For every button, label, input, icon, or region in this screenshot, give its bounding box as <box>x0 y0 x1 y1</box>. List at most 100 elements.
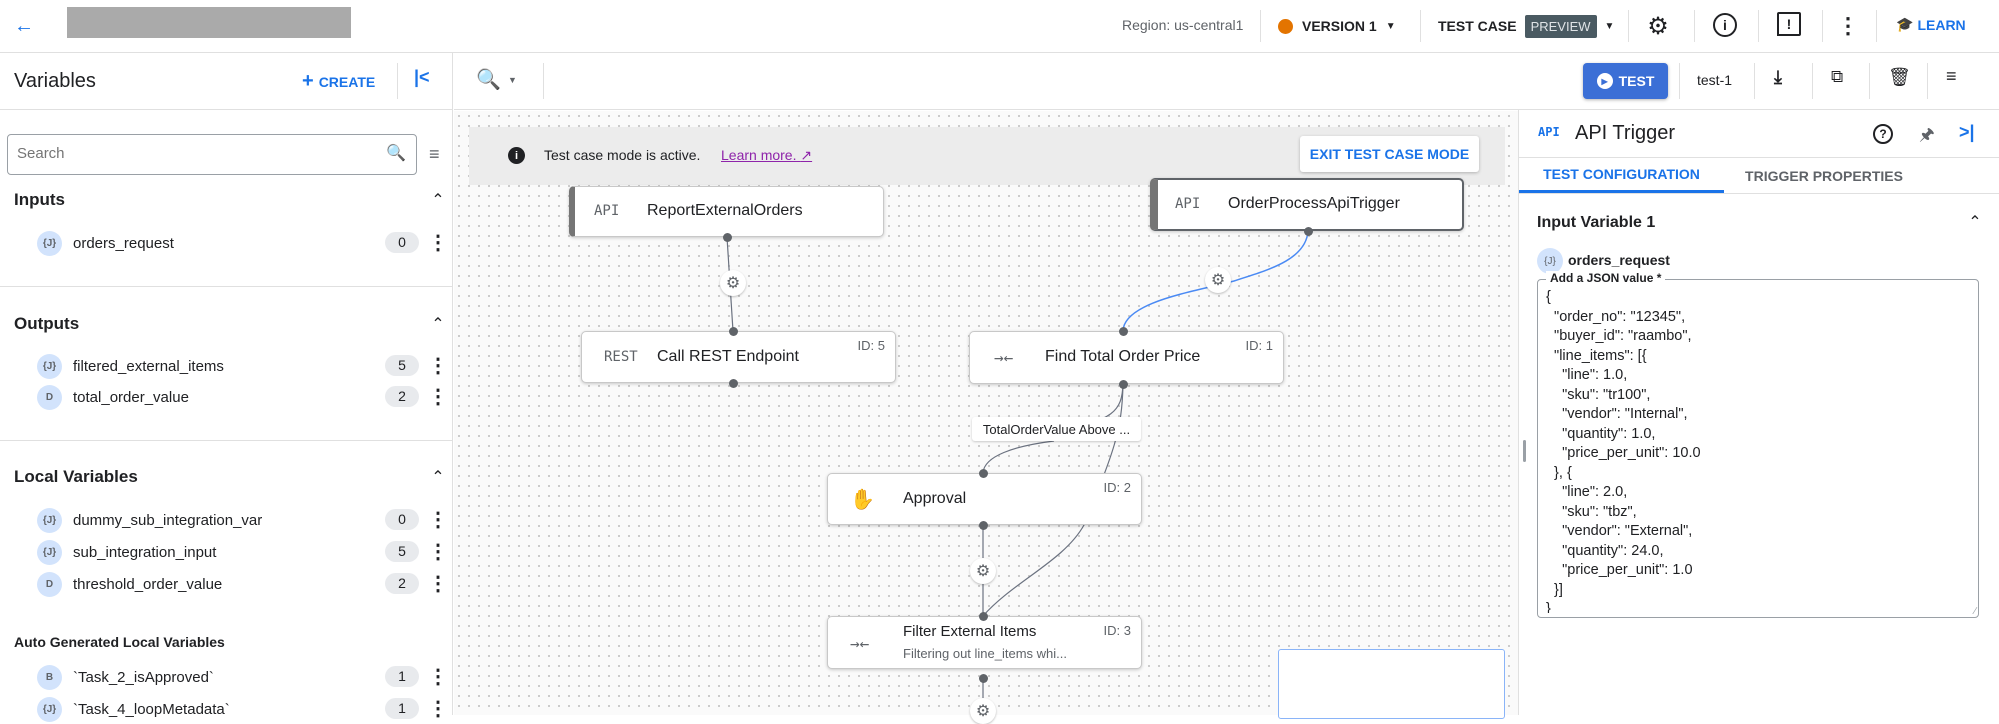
more-vert-icon[interactable]: ⋮ <box>428 541 448 563</box>
output-port[interactable] <box>1304 227 1313 236</box>
variable-item[interactable]: D threshold_order_value 2 ⋮ <box>0 570 453 598</box>
more-vert-icon[interactable]: ⋮ <box>428 509 448 531</box>
edge-to-approval[interactable] <box>982 440 1055 474</box>
chevron-down-icon[interactable]: ▼ <box>508 75 517 85</box>
variable-item[interactable]: B `Task_2_isApproved` 1 ⋮ <box>0 663 453 691</box>
edge-trigger-to-find-total[interactable] <box>1122 230 1309 332</box>
gear-icon[interactable]: ⚙ <box>720 270 746 296</box>
divider <box>1519 157 1999 158</box>
preview-badge: PREVIEW <box>1524 14 1597 38</box>
chevron-up-icon[interactable]: ⌃ <box>431 316 445 333</box>
integration-canvas[interactable]: i Test case mode is active. Learn more. … <box>454 111 1518 724</box>
tab-test-configuration[interactable]: TEST CONFIGURATION <box>1519 158 1724 193</box>
usage-count-badge: 0 <box>385 232 419 253</box>
variables-panel: 🔍 ≡ Inputs ⌃ {J} orders_request 0 ⋮ Outp… <box>0 110 453 722</box>
task-node-call-rest-endpoint[interactable]: REST Call REST Endpoint ID: 5 <box>581 331 896 383</box>
chevron-up-icon[interactable]: ⌃ <box>1968 214 1982 231</box>
more-vert-icon[interactable]: ⋮ <box>428 698 448 720</box>
variables-title: Variables <box>14 70 96 92</box>
output-port[interactable] <box>729 379 738 388</box>
download-icon[interactable]: ⤓ <box>1774 67 1782 87</box>
school-icon: 🎓 <box>1896 16 1914 32</box>
task-node-find-total-order-price[interactable]: →← Find Total Order Price ID: 1 <box>969 331 1284 384</box>
learn-button[interactable]: 🎓 LEARN <box>1896 16 1966 33</box>
more-vert-icon[interactable]: ⋮ <box>428 232 448 254</box>
variable-item[interactable]: {J} `Task_4_loopMetadata` 1 ⋮ <box>0 695 453 723</box>
task-node-filter-external-items[interactable]: →← Filter External Items Filtering out l… <box>827 616 1142 669</box>
create-variable-button[interactable]: + CREATE <box>302 70 375 93</box>
variable-item[interactable]: {J} orders_request 0 ⋮ <box>0 229 453 257</box>
test-button[interactable]: ▶ TEST <box>1583 63 1668 99</box>
info-icon[interactable]: i <box>1713 13 1737 37</box>
more-vert-icon[interactable]: ⋮ <box>428 666 448 688</box>
gear-icon[interactable]: ⚙ <box>1647 12 1669 40</box>
search-field[interactable]: 🔍 <box>7 134 417 175</box>
json-value-textarea[interactable]: { "order_no": "12345", "buyer_id": "raam… <box>1546 288 1970 613</box>
resize-handle[interactable] <box>1523 440 1526 462</box>
chevron-down-icon: ▼ <box>1385 20 1396 32</box>
input-port[interactable] <box>1119 327 1128 336</box>
output-port[interactable] <box>1119 380 1128 389</box>
back-arrow-icon[interactable]: ← <box>14 14 34 37</box>
chevron-up-icon[interactable]: ⌃ <box>431 469 445 486</box>
gear-icon[interactable]: ⚙ <box>1205 267 1231 293</box>
task-node-report-external-orders[interactable]: API ReportExternalOrders <box>569 186 884 237</box>
test-case-name[interactable]: test-1 <box>1697 72 1733 88</box>
variable-name: orders_request <box>73 235 174 252</box>
delete-icon[interactable]: 🗑 <box>1888 67 1911 87</box>
node-title: Approval <box>903 490 967 507</box>
task-node-approval[interactable]: ✋ Approval ID: 2 <box>827 473 1142 525</box>
canvas-toolbar: 🔍 ▼ ▶ TEST test-1 ⤓ ⧉ 🗑 ≡ <box>454 53 1999 110</box>
edge-condition-label[interactable]: TotalOrderValue Above ... <box>972 417 1141 441</box>
api-trigger-panel: API API Trigger ? 🖈 >| TEST CONFIGURATIO… <box>1518 110 1999 715</box>
feedback-icon[interactable]: ! <box>1777 12 1801 36</box>
hand-icon: ✋ <box>850 487 875 511</box>
variable-item[interactable]: D total_order_value 2 ⋮ <box>0 383 453 411</box>
search-input[interactable] <box>17 145 367 162</box>
gear-icon[interactable]: ⚙ <box>970 558 996 584</box>
version-selector[interactable]: VERSION 1 ▼ <box>1278 10 1396 42</box>
collapse-panel-icon[interactable]: >| <box>1959 122 1975 142</box>
banner-text: Test case mode is active. <box>544 147 701 163</box>
trigger-node-order-process-api[interactable]: API OrderProcessApiTrigger <box>1150 178 1464 231</box>
test-mode-banner: i Test case mode is active. Learn more. … <box>469 127 1505 185</box>
pin-icon[interactable]: 🖈 <box>1919 125 1935 144</box>
exit-test-case-mode-button[interactable]: EXIT TEST CASE MODE <box>1300 136 1479 172</box>
input-port[interactable] <box>979 469 988 478</box>
panel-title: API Trigger <box>1575 122 1676 144</box>
variable-name: orders_request <box>1568 252 1670 268</box>
json-type-icon: {J} <box>37 231 62 256</box>
minimap[interactable] <box>1278 649 1505 719</box>
json-type-icon: {J} <box>37 540 62 565</box>
collapse-panel-icon[interactable]: |< <box>414 67 430 87</box>
help-icon[interactable]: ? <box>1873 124 1893 144</box>
more-vert-icon[interactable]: ⋮ <box>1837 13 1859 38</box>
variable-item[interactable]: {J} filtered_external_items 5 ⋮ <box>0 352 453 380</box>
search-icon[interactable]: 🔍 <box>386 145 406 162</box>
more-vert-icon[interactable]: ⋮ <box>428 355 448 377</box>
copy-icon[interactable]: ⧉ <box>1831 67 1844 86</box>
usage-count-badge: 0 <box>385 509 419 530</box>
open-in-new-icon: ↗ <box>800 147 813 163</box>
more-vert-icon[interactable]: ⋮ <box>428 386 448 408</box>
output-port[interactable] <box>723 233 732 242</box>
sort-filter-icon[interactable]: ≡ <box>429 144 440 164</box>
usage-count-badge: 2 <box>385 386 419 407</box>
output-port[interactable] <box>979 521 988 530</box>
input-port[interactable] <box>729 327 738 336</box>
more-vert-icon[interactable]: ⋮ <box>428 573 448 595</box>
variable-item[interactable]: {J} sub_integration_input 5 ⋮ <box>0 538 453 566</box>
test-case-selector[interactable]: TEST CASE PREVIEW ▼ <box>1438 10 1614 42</box>
zoom-icon[interactable]: 🔍 <box>476 69 501 91</box>
list-icon[interactable]: ≡ <box>1946 66 1957 86</box>
input-port[interactable] <box>979 612 988 621</box>
chevron-up-icon[interactable]: ⌃ <box>431 192 445 209</box>
json-value-field[interactable]: Add a JSON value * { "order_no": "12345"… <box>1537 271 1979 618</box>
output-port[interactable] <box>979 674 988 683</box>
learn-more-link[interactable]: Learn more. ↗ <box>721 147 812 164</box>
resize-grip-icon[interactable]: ∕ <box>1974 606 1976 617</box>
variable-item[interactable]: {J} dummy_sub_integration_var 0 ⋮ <box>0 506 453 534</box>
divider <box>0 440 453 441</box>
tab-trigger-properties[interactable]: TRIGGER PROPERTIES <box>1745 167 1903 184</box>
gear-icon[interactable]: ⚙ <box>970 698 996 724</box>
